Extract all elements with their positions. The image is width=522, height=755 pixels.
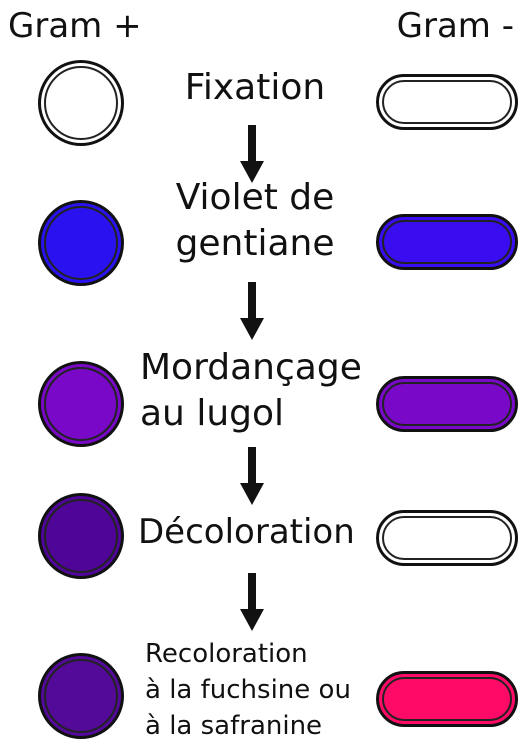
step-3-line-2: au lugol — [140, 393, 285, 434]
step-1-label: Fixation — [155, 65, 355, 111]
step-4-line-1: Décoloration — [138, 512, 355, 552]
step-5-line-1: Recoloration — [145, 639, 308, 669]
step-2-line-1: Violet de — [175, 177, 335, 218]
step-2-label: Violet de gentiane — [145, 175, 365, 267]
gram-negative-cell-step-5 — [376, 671, 518, 727]
arrow-down-icon — [240, 125, 264, 183]
arrow-down-icon — [240, 573, 264, 631]
gram-negative-cell-step-3 — [376, 376, 518, 432]
gram-positive-cell-step-4 — [38, 493, 124, 579]
gram-positive-cell-step-2 — [38, 200, 124, 286]
step-4-label: Décoloration — [138, 510, 368, 554]
step-2-line-2: gentiane — [175, 223, 335, 264]
gram-positive-cell-step-5 — [38, 653, 124, 739]
gram-negative-cell-step-4 — [376, 510, 518, 566]
gram-positive-cell-step-1 — [38, 60, 124, 146]
arrow-down-icon — [240, 282, 264, 340]
gram-positive-cell-step-3 — [38, 361, 124, 447]
step-5-line-3: à la safranine — [145, 711, 323, 741]
gram-negative-header: Gram - — [396, 6, 514, 46]
gram-negative-cell-step-1 — [376, 74, 518, 130]
gram-negative-cell-step-2 — [376, 214, 518, 270]
step-3-label: Mordançage au lugol — [140, 345, 380, 437]
step-3-line-1: Mordançage — [140, 347, 362, 388]
arrow-down-icon — [240, 447, 264, 505]
step-1-line-1: Fixation — [184, 67, 326, 108]
step-5-line-2: à la fuchsine ou — [145, 675, 351, 705]
step-5-label: Recoloration à la fuchsine ou à la safra… — [145, 636, 375, 744]
gram-positive-header: Gram + — [8, 6, 142, 46]
